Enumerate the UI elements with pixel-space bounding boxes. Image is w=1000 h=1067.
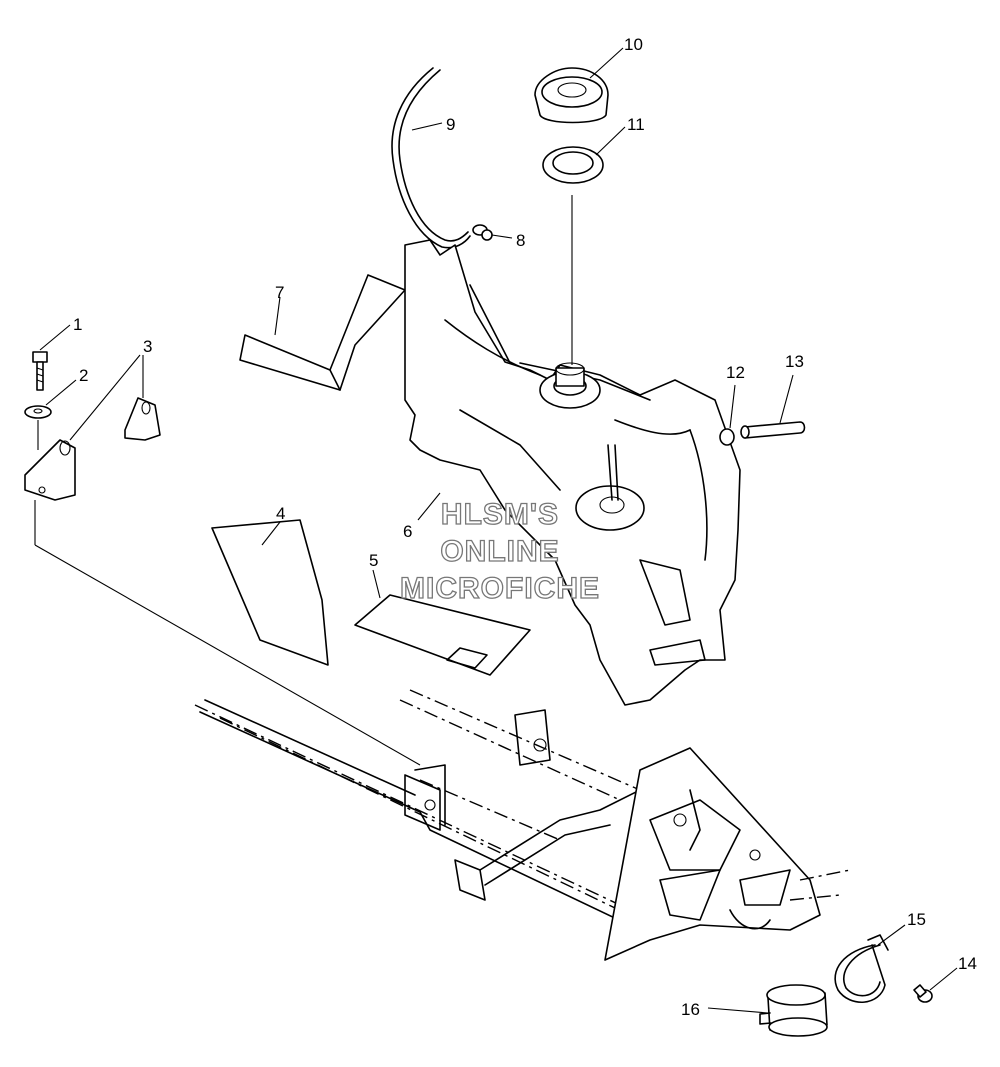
- callout-13: 13: [785, 352, 804, 371]
- part-3-brackets: [24, 354, 421, 766]
- callout-7: 7: [275, 283, 284, 302]
- part-16-filter: [707, 984, 828, 1037]
- part-14-screw: [913, 967, 958, 1003]
- callout-12: 12: [726, 363, 745, 382]
- part-9-hose: [391, 67, 471, 249]
- part-13-tube: [740, 374, 806, 439]
- callout-labels: 1 2 3 4 5 6 7 8 9 10 11 12 13 14 15 16: [73, 35, 977, 1019]
- part-10-cap: [534, 47, 624, 124]
- callout-8: 8: [516, 231, 525, 250]
- callout-1: 1: [73, 315, 82, 334]
- watermark-line-3: MICROFICHE: [400, 572, 600, 605]
- callout-11: 11: [627, 115, 645, 134]
- part-7-shield: [239, 274, 406, 391]
- callout-3: 3: [143, 337, 152, 356]
- callout-16: 16: [681, 1000, 700, 1019]
- watermark-line-2: ONLINE: [440, 535, 559, 568]
- watermark: HLSM'S ONLINE MICROFICHE: [399, 497, 600, 605]
- part-8-clamp: [472, 224, 513, 241]
- callout-9: 9: [446, 115, 455, 134]
- watermark-line-1: HLSM'S: [441, 498, 559, 531]
- callout-14: 14: [958, 954, 977, 973]
- part-12-ring: [719, 384, 736, 446]
- part-15-clip: [834, 924, 906, 1004]
- callout-6: 6: [403, 522, 412, 541]
- vehicle-frame: [194, 689, 851, 961]
- part-6-fuel-tank: [404, 239, 741, 706]
- callout-4: 4: [276, 504, 285, 523]
- part-2-washer: [24, 379, 77, 450]
- callout-15: 15: [907, 910, 926, 929]
- callout-10: 10: [624, 35, 643, 54]
- part-11-gasket: [542, 126, 626, 365]
- part-1-bolt: [32, 324, 71, 391]
- part-5-plate: [354, 569, 531, 676]
- callout-5: 5: [369, 551, 378, 570]
- callout-2: 2: [79, 366, 88, 385]
- part-4-pad: [211, 519, 329, 666]
